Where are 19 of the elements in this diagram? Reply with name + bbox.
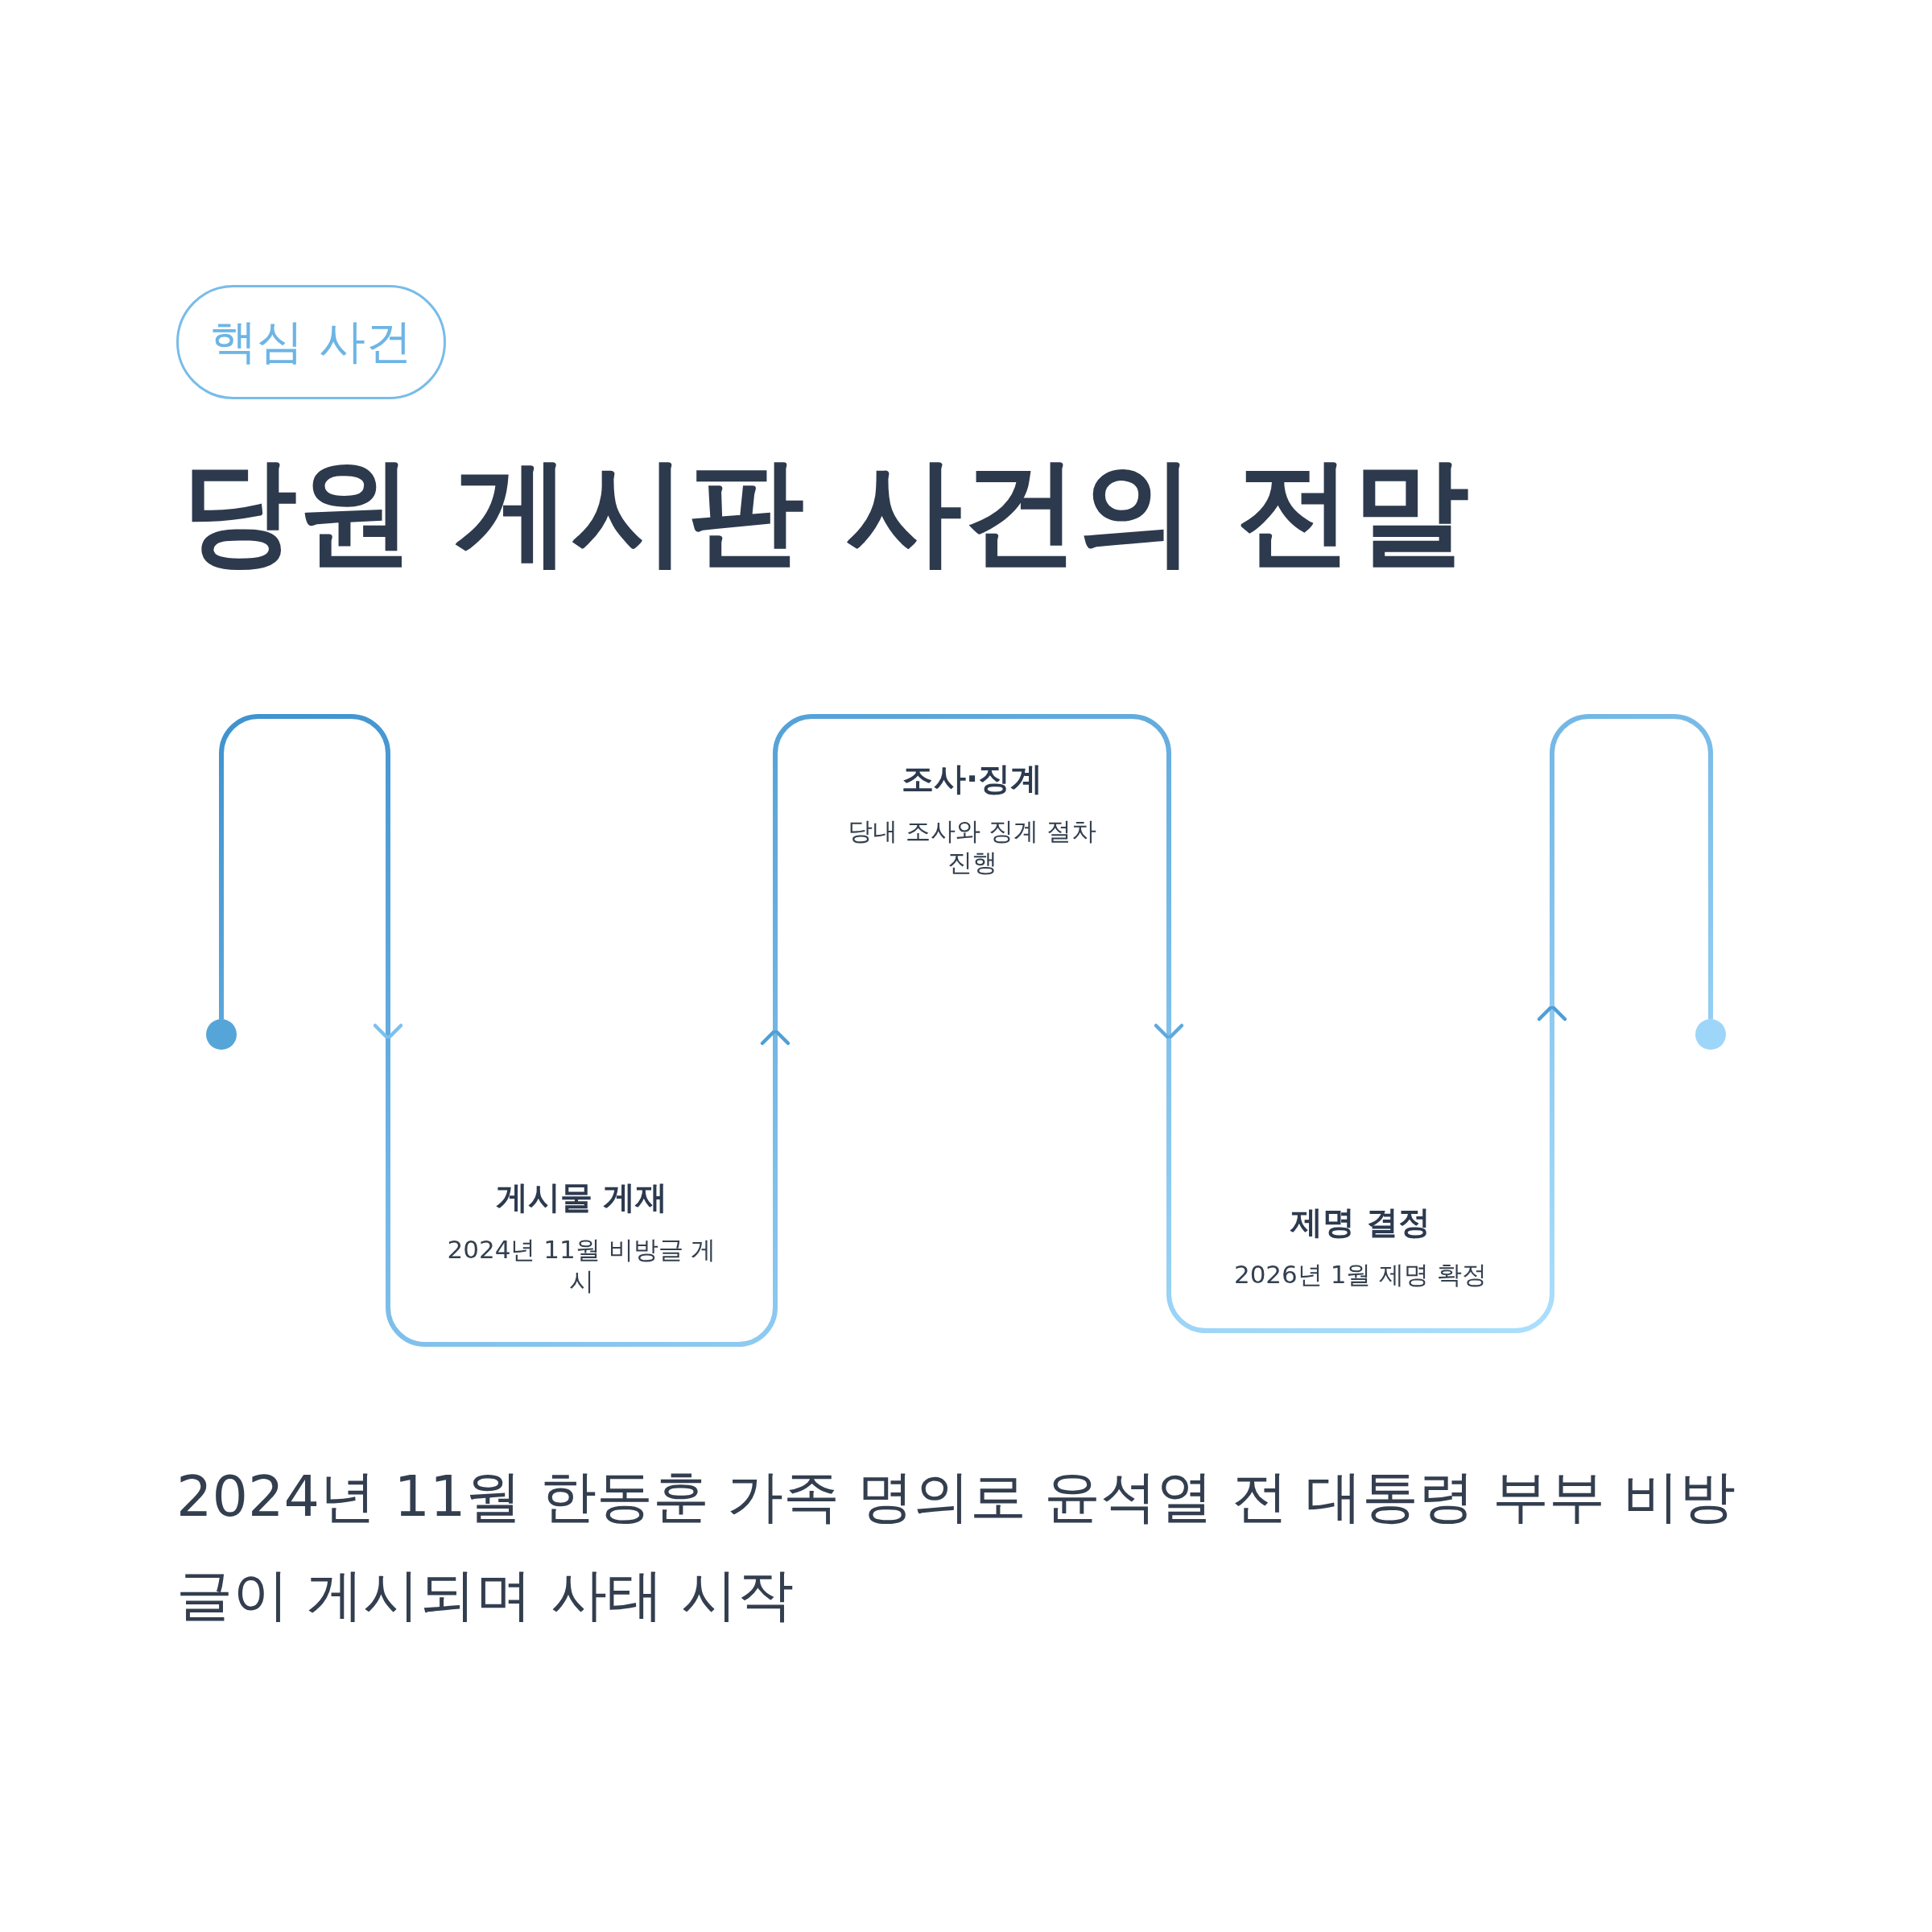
step-title: 제명 결정 <box>1290 1203 1430 1241</box>
step-title: 게시물 게재 <box>495 1178 668 1216</box>
step-description: 2026년 1월 제명 확정 <box>1233 1259 1488 1290</box>
step-description: 당내 조사와 징계 절차 진행 <box>847 815 1097 878</box>
timeline-loop-line <box>219 714 390 1006</box>
timeline-arrow <box>760 1028 791 1046</box>
timeline-line <box>219 1006 224 1019</box>
timeline-loop-line <box>1550 714 1713 1006</box>
timeline-line <box>1708 1006 1713 1019</box>
summary-text: 2024년 11월 한동훈 가족 명의로 윤석열 전 대통령 부부 비방글이 게시되며 사태 시작 <box>176 1463 1737 1629</box>
timeline-arrow <box>1537 1004 1567 1038</box>
timeline-arrow <box>1154 1023 1184 1041</box>
timeline-dot-icon <box>205 1018 237 1051</box>
timeline-dot-icon <box>1695 1018 1727 1051</box>
step-description: 2024년 11월 비방글 게시 <box>446 1234 717 1297</box>
timeline-arrow <box>373 1006 403 1041</box>
step-title: 조사·징계 <box>901 759 1043 798</box>
category-tag: 핵심 사건 <box>176 285 446 399</box>
page-title: 당원 게시판 사건의 전말 <box>180 442 1470 580</box>
